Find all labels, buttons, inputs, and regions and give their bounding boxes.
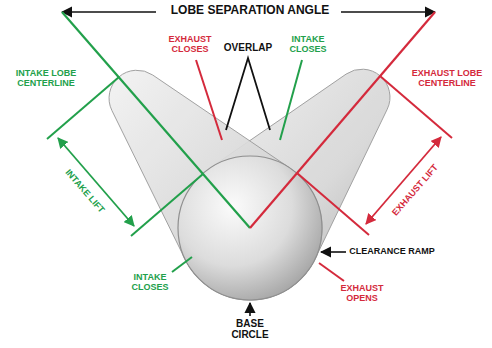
intake-opens-leader	[280, 60, 302, 140]
intake-centerline	[62, 12, 250, 228]
event-label: INTAKE CLOSES	[122, 272, 178, 292]
intake-lift-arrow	[58, 138, 134, 226]
separation-arrow	[62, 11, 156, 13]
lift-label: EXHAUST LIFT	[390, 162, 440, 217]
exhaust-opens-leader	[319, 263, 344, 281]
centerline-label: EXHAUST LOBE CENTERLINE	[407, 68, 487, 88]
event-label: EXHAUST CLOSES	[162, 34, 218, 54]
exhaust-lift-extension	[297, 173, 369, 235]
exhaust-lift-arrow	[366, 137, 441, 224]
base-circle-arrow	[249, 303, 251, 316]
intake-lift-extension	[131, 174, 203, 236]
intake-closes-leader	[172, 257, 192, 272]
clearance-ramp-arrow	[321, 251, 346, 253]
lift-label: INTAKE LIFT	[63, 167, 106, 215]
angle-label: LOBE SEPARATION ANGLE	[159, 4, 341, 17]
event-label: INTAKE CLOSES	[280, 34, 336, 54]
ramp-label: CLEARANCE RAMP	[347, 246, 437, 256]
exhaust-closes-leader	[196, 60, 222, 140]
separation-arrow	[338, 11, 435, 13]
centerline-label: INTAKE LOBE CENTERLINE	[4, 68, 88, 88]
overlap-label: OVERLAP	[218, 42, 278, 53]
overlap-leader	[226, 58, 270, 130]
base-circle-label: BASE CIRCLE	[227, 318, 273, 340]
event-label: EXHAUST OPENS	[334, 283, 390, 303]
